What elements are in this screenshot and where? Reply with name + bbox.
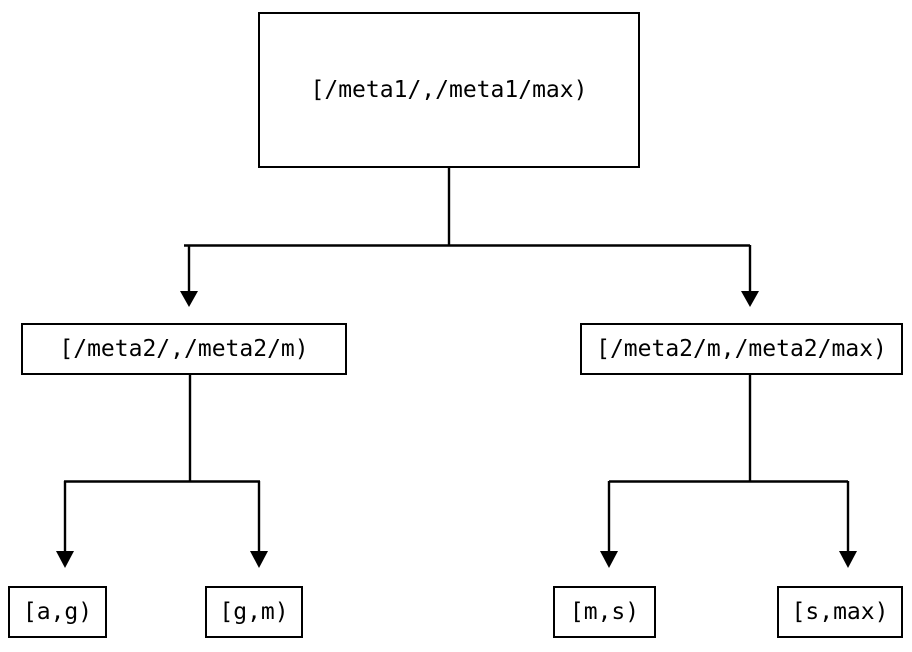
node-root: [/meta1/,/meta1/max) xyxy=(258,12,640,168)
arrow-head-to-leaf-gm xyxy=(250,551,268,568)
arrow-head-to-mid-right xyxy=(741,291,759,307)
arrow-head-to-mid-left xyxy=(180,291,198,307)
arrow-head-to-leaf-ag xyxy=(56,551,74,568)
node-mid-right: [/meta2/m,/meta2/max) xyxy=(580,323,903,375)
arrow-head-to-leaf-ms xyxy=(600,551,618,568)
node-leaf-m-s: [m,s) xyxy=(553,586,656,638)
node-leaf-s-max: [s,max) xyxy=(777,586,903,638)
node-leaf-a-g: [a,g) xyxy=(8,586,107,638)
node-mid-left: [/meta2/,/meta2/m) xyxy=(21,323,347,375)
arrow-head-to-leaf-smax xyxy=(839,551,857,568)
node-leaf-g-m: [g,m) xyxy=(205,586,303,638)
